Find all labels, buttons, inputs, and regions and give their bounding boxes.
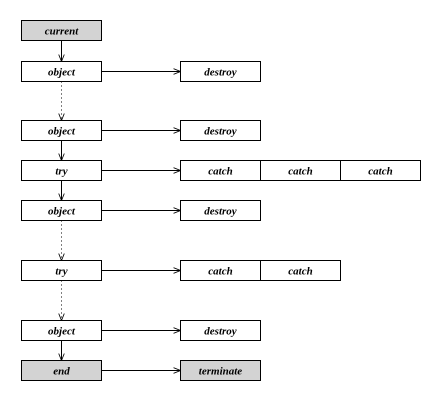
node-destroy3: destroy: [180, 200, 261, 221]
node-label: destroy: [204, 67, 237, 79]
node-label: end: [53, 366, 70, 378]
node-box: [21, 160, 102, 181]
node-label: try: [55, 266, 67, 278]
node-label: object: [48, 126, 76, 138]
node-box: [21, 120, 102, 141]
nodes-layer: current object destroy object destroy try catc…: [21, 20, 421, 381]
node-try2: try: [21, 260, 102, 281]
node-end: end: [21, 360, 102, 381]
edges-layer: [62, 40, 181, 371]
node-label: destroy: [204, 126, 237, 138]
node-object1: object: [21, 61, 102, 82]
node-label: catch: [368, 166, 392, 178]
node-object3: object: [21, 200, 102, 221]
node-catch1c: catch: [340, 160, 421, 181]
node-object2: object: [21, 120, 102, 141]
node-catch1a: catch: [180, 160, 261, 181]
node-box: [21, 260, 102, 281]
node-box: [180, 360, 261, 381]
node-box: [180, 61, 261, 82]
node-box: [21, 61, 102, 82]
node-label: catch: [288, 166, 312, 178]
node-label: object: [48, 326, 76, 338]
node-label: try: [55, 166, 67, 178]
node-label: current: [45, 26, 80, 38]
node-label: destroy: [204, 206, 237, 218]
node-box: [21, 360, 102, 381]
node-catch2b: catch: [260, 260, 341, 281]
node-label: catch: [208, 266, 232, 278]
node-catch2a: catch: [180, 260, 261, 281]
node-label: destroy: [204, 326, 237, 338]
node-try1: try: [21, 160, 102, 181]
node-box: [260, 260, 341, 281]
node-catch1b: catch: [260, 160, 341, 181]
node-terminate: terminate: [180, 360, 261, 381]
node-box: [340, 160, 421, 181]
node-box: [180, 120, 261, 141]
node-box: [21, 200, 102, 221]
node-destroy2: destroy: [180, 120, 261, 141]
node-box: [180, 320, 261, 341]
node-current: current: [21, 20, 102, 41]
node-box: [180, 200, 261, 221]
node-destroy4: destroy: [180, 320, 261, 341]
node-label: terminate: [199, 366, 243, 378]
node-box: [21, 320, 102, 341]
node-object4: object: [21, 320, 102, 341]
node-label: object: [48, 206, 76, 218]
node-label: catch: [288, 266, 312, 278]
node-label: object: [48, 67, 76, 79]
node-destroy1: destroy: [180, 61, 261, 82]
node-box: [21, 20, 102, 41]
node-label: catch: [208, 166, 232, 178]
